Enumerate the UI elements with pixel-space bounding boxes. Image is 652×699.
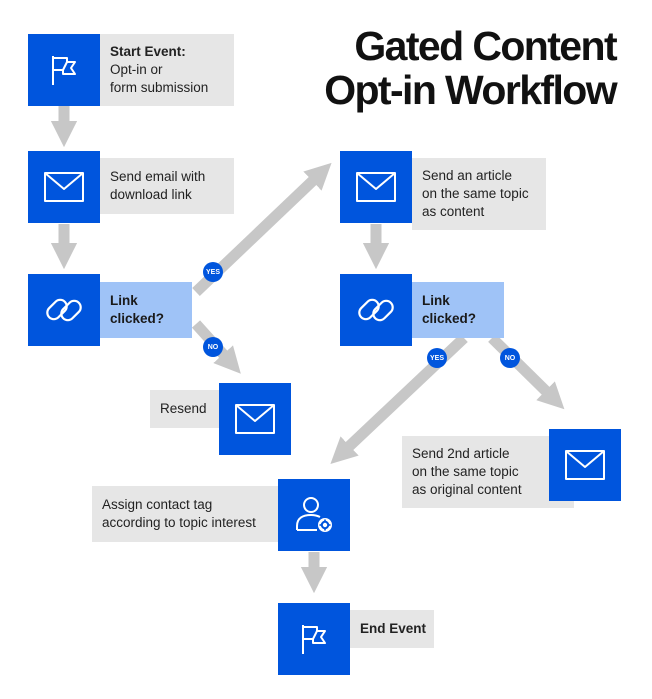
start-event-line2: form submission <box>110 80 209 95</box>
link-clicked-2-node <box>340 274 412 346</box>
start-event-heading: Start Event: <box>110 44 186 59</box>
yes-badge-2: YES <box>427 348 447 368</box>
link-clicked-2-line2: clicked? <box>422 311 477 326</box>
envelope-icon <box>565 450 605 480</box>
title-line-2: Opt-in Workflow <box>324 67 617 113</box>
send-article-line3: as content <box>422 204 485 219</box>
end-event-line1: End Event <box>360 621 427 636</box>
end-event-node <box>278 603 350 675</box>
arrow-link2-no-to-send2nd <box>488 334 565 410</box>
chain-link-icon <box>358 298 394 322</box>
envelope-icon <box>44 172 84 202</box>
link-clicked-1-label: Link clicked? <box>100 282 192 338</box>
send-article-label: Send an article on the same topic as con… <box>412 158 546 230</box>
title-line-1: Gated Content <box>354 23 617 69</box>
link-clicked-2-label: Link clicked? <box>412 282 504 338</box>
start-event-label: Start Event: Opt-in or form submission <box>100 34 234 106</box>
send-email-line1: Send email with <box>110 169 206 184</box>
assign-tag-line1: Assign contact tag <box>102 497 213 512</box>
send-2nd-line1: Send 2nd article <box>412 446 510 461</box>
end-event-label: End Event <box>350 610 434 648</box>
flag-icon <box>302 625 326 654</box>
send-email-node <box>28 151 100 223</box>
send-email-line2: download link <box>110 187 192 202</box>
assign-tag-node <box>278 479 350 551</box>
no-badge-1: NO <box>203 337 223 357</box>
start-event-node <box>28 34 100 106</box>
link-clicked-1-line1: Link <box>110 293 138 308</box>
send-article-line2: on the same topic <box>422 186 529 201</box>
send-article-node <box>340 151 412 223</box>
send-email-label: Send email with download link <box>100 158 234 214</box>
envelope-icon <box>356 172 396 202</box>
assign-tag-line2: according to topic interest <box>102 515 256 530</box>
send-article-line1: Send an article <box>422 168 513 183</box>
link-clicked-2-line1: Link <box>422 293 450 308</box>
resend-node <box>219 383 291 455</box>
assign-tag-label: Assign contact tag according to topic in… <box>92 486 284 542</box>
envelope-icon <box>235 404 275 434</box>
chain-link-icon <box>46 298 82 322</box>
send-2nd-line3: as original content <box>412 482 522 497</box>
diagram-title: Gated Content Opt-in Workflow <box>324 23 617 113</box>
send-2nd-node <box>549 429 621 501</box>
user-gear-icon <box>296 497 332 532</box>
start-event-line1: Opt-in or <box>110 62 163 77</box>
flag-icon <box>52 56 76 85</box>
resend-label: Resend <box>150 390 222 428</box>
link-clicked-1-node <box>28 274 100 346</box>
send-2nd-label: Send 2nd article on the same topic as or… <box>402 436 574 508</box>
send-2nd-line2: on the same topic <box>412 464 519 479</box>
no-badge-2: NO <box>500 348 520 368</box>
link-clicked-1-line2: clicked? <box>110 311 165 326</box>
yes-badge-1: YES <box>203 262 223 282</box>
resend-line1: Resend <box>160 401 207 416</box>
